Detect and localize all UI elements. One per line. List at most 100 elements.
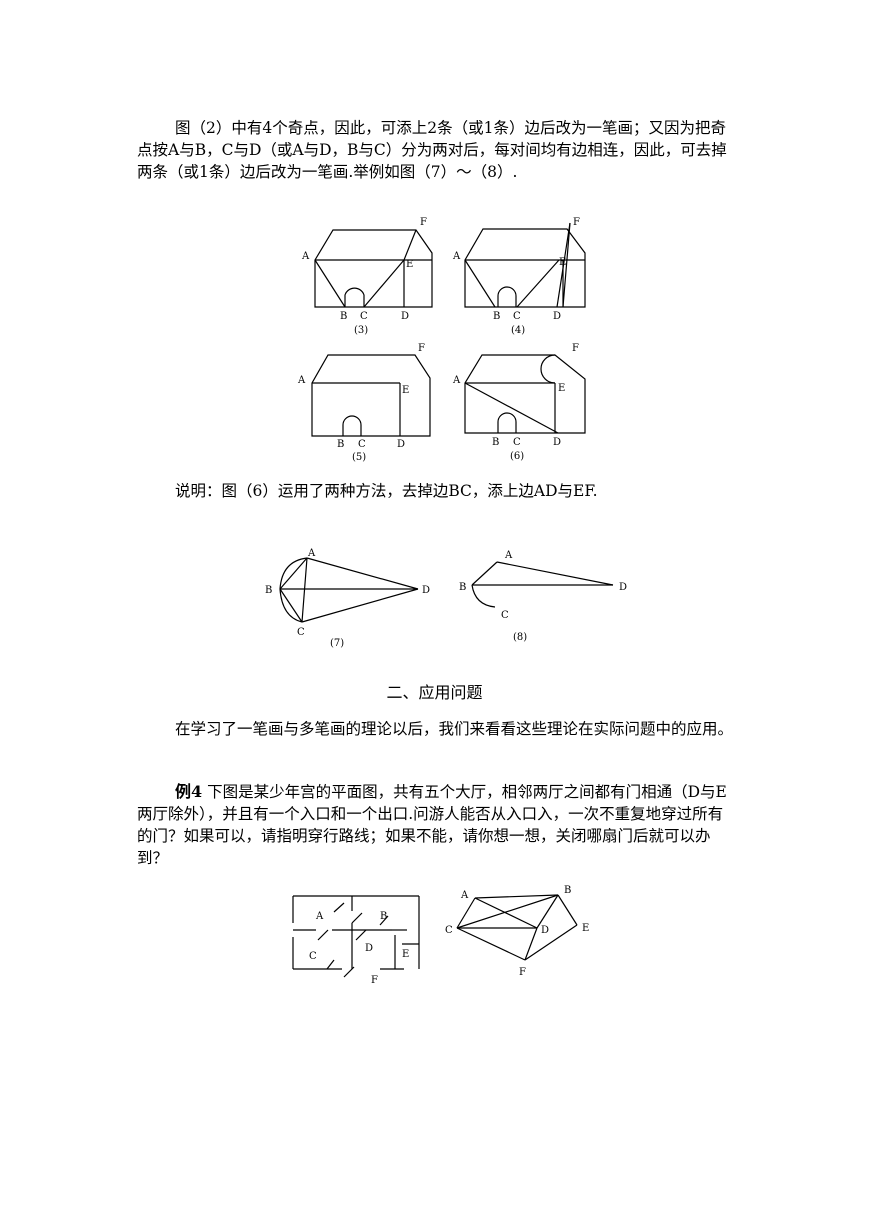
label-d: D [541, 925, 549, 936]
edge-d-f [524, 927, 538, 961]
label-d: D [553, 437, 561, 448]
house-outline [464, 354, 586, 434]
figure-3-house: A F E B C D (3) [301, 217, 433, 336]
label-e: E [402, 949, 409, 960]
label-f: F [573, 217, 580, 228]
label-c: C [513, 437, 521, 448]
section-heading: 二、应用问题 [386, 683, 483, 702]
edge-f-e [403, 229, 417, 261]
label-f: F [519, 967, 526, 978]
door-arch [344, 287, 365, 307]
label-c: C [297, 627, 305, 638]
edge-f-e [562, 222, 571, 308]
label-b: B [380, 911, 387, 922]
figure-caption: (7) [330, 638, 344, 649]
figure-5-house: A F E B C D (5) [297, 343, 431, 463]
label-a: A [307, 548, 316, 559]
edge-a-c [301, 557, 308, 623]
label-e: E [559, 257, 566, 268]
figure-caption: (6) [510, 451, 524, 462]
label-f: F [418, 343, 425, 354]
edge-b-e [557, 894, 578, 926]
floor-plan-diagram: A B C D E F [292, 895, 420, 986]
edge-c-d [301, 588, 419, 623]
door [317, 929, 329, 941]
label-f: F [420, 217, 427, 228]
arc-b-c [471, 584, 496, 608]
edge-a-d [464, 382, 559, 434]
label-e: E [406, 259, 413, 270]
label-d: D [619, 582, 627, 593]
edge-e-f-arc [540, 354, 556, 384]
arc-b-c [279, 588, 303, 623]
arc-a-b [279, 557, 308, 590]
label-a: A [452, 375, 461, 386]
edge-a-d [306, 557, 419, 590]
door-arch [497, 412, 517, 433]
label-c: C [358, 439, 366, 450]
edge-a-d [496, 561, 614, 586]
label-d: D [401, 311, 409, 322]
edge-e-f [524, 924, 578, 961]
label-f: F [572, 343, 579, 354]
paragraph-3-text: 在学习了一笔画与多笔画的理论以后，我们来看看这些理论在实际问题中的应用。 [175, 720, 734, 738]
figure-6-house: A F E B C D (6) [452, 343, 586, 462]
label-a: A [297, 375, 306, 386]
floor-plan-graph: A B C D E F [445, 885, 589, 978]
house-outline [311, 354, 431, 437]
label-e: E [582, 923, 589, 934]
figure-8-kite: A B C D (8) [459, 550, 627, 643]
label-a: A [452, 251, 461, 262]
door [351, 912, 363, 924]
label-c: C [513, 311, 521, 322]
edge-a-d [474, 897, 538, 929]
label-a: A [504, 550, 513, 561]
edge-c-f [456, 927, 526, 961]
edge-b-d [536, 894, 559, 929]
paragraph-2: 说明：图（6）运用了两种方法，去掉边BC，添上边AD与EF. [175, 482, 598, 500]
edge-a-c [456, 897, 476, 929]
door [326, 959, 335, 970]
label-a: A [460, 890, 469, 901]
label-a: A [301, 251, 310, 262]
paragraph-3: 在学习了一笔画与多笔画的理论以后，我们来看看这些理论在实际问题中的应用。 [137, 718, 737, 740]
edge-e-c [516, 259, 560, 308]
figure-caption: (4) [511, 325, 525, 336]
label-d: D [365, 943, 373, 954]
edge-ec [363, 259, 405, 308]
edge-b-c [279, 588, 303, 623]
door [379, 915, 389, 926]
edge-b-a [471, 561, 498, 586]
label-d: D [397, 439, 405, 450]
label-e: E [402, 385, 409, 396]
edge-a-b [464, 259, 496, 308]
paragraph-4: 例4 下图是某少年宫的平面图，共有五个大厅，相邻两厅之间都有门相通（D与E两厅除… [137, 781, 737, 869]
door-arch [497, 286, 517, 307]
label-d: D [422, 585, 430, 596]
figure-caption: (8) [513, 632, 527, 643]
figure-caption: (5) [352, 452, 366, 463]
door [333, 902, 345, 913]
label-b: B [493, 311, 500, 322]
label-b: B [340, 311, 347, 322]
label-c: C [445, 925, 453, 936]
paragraph-4-text: 下图是某少年宫的平面图，共有五个大厅，相邻两厅之间都有门相通（D与E两厅除外），… [137, 783, 727, 867]
label-b: B [265, 585, 272, 596]
edge-c-b [456, 894, 559, 929]
door-arch [342, 415, 362, 436]
label-f: F [371, 975, 378, 986]
edge-a-b [474, 894, 559, 899]
label-a: A [315, 911, 324, 922]
label-b: B [459, 582, 466, 593]
figure-caption: (3) [354, 325, 368, 336]
edge-b-a [279, 557, 308, 590]
door [343, 966, 355, 978]
label-e: E [558, 383, 565, 394]
label-c: C [501, 610, 509, 621]
label-c: C [309, 951, 317, 962]
label-c: C [360, 311, 368, 322]
example-label: 例4 [175, 782, 203, 801]
edge-ad-left [314, 259, 346, 308]
label-b: B [564, 885, 571, 896]
label-d: D [553, 311, 561, 322]
